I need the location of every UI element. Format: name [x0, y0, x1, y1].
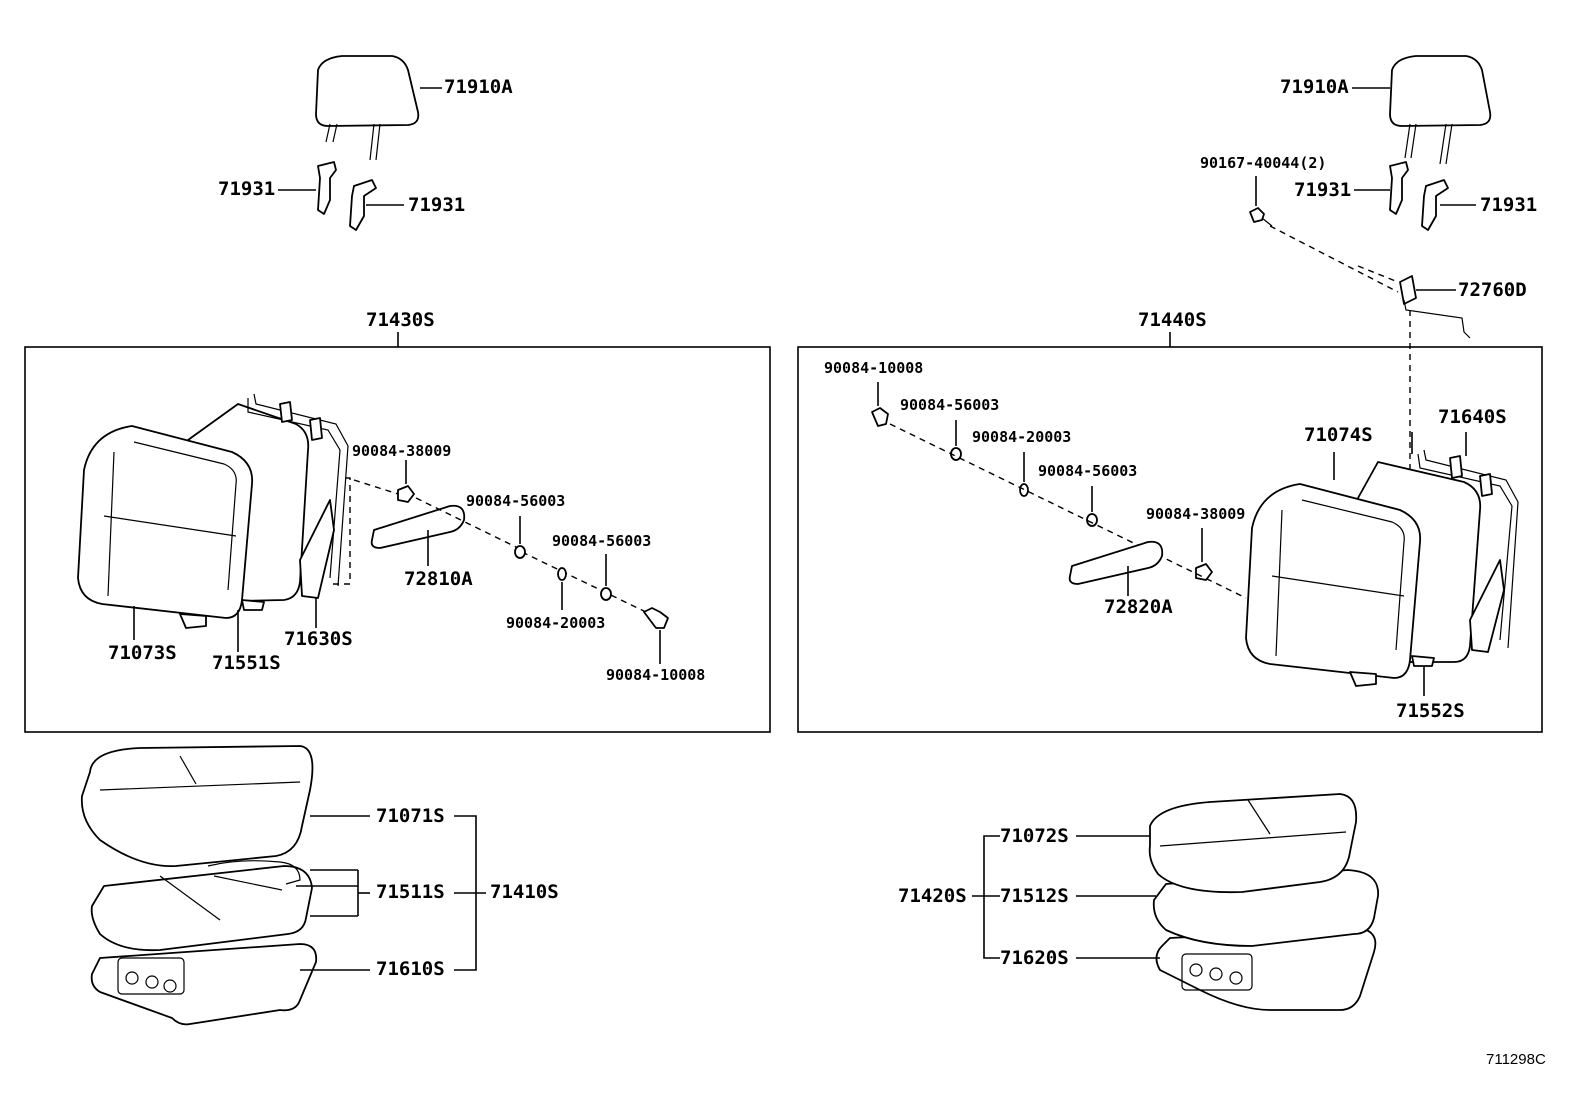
label-71073s: 71073S	[108, 642, 177, 664]
label-90084-38009-left: 90084-38009	[352, 442, 452, 460]
bracket-72760d	[1357, 265, 1471, 500]
label-71640s: 71640S	[1438, 406, 1507, 428]
label-71620s: 71620S	[1000, 947, 1069, 969]
label-71440s: 71440S	[1138, 309, 1207, 331]
label-71630s: 71630S	[284, 628, 353, 650]
seat-cushion-right	[972, 793, 1379, 1011]
seatback-right	[1245, 452, 1482, 696]
label-72760d: 72760D	[1458, 279, 1527, 301]
fasteners-left	[397, 460, 669, 664]
armrest-72820a	[1068, 540, 1164, 596]
label-90084-56003-left-a: 90084-56003	[466, 492, 566, 510]
label-71430s: 71430S	[366, 309, 435, 331]
headrest-left	[315, 55, 442, 161]
label-90167-40044: 90167-40044(2)	[1200, 154, 1327, 172]
fasteners-right	[871, 382, 1247, 599]
label-90084-10008-right: 90084-10008	[824, 359, 924, 377]
label-90084-56003-left-b: 90084-56003	[552, 532, 652, 550]
label-71410s: 71410S	[490, 881, 559, 903]
figure-code: 711298C	[1486, 1051, 1546, 1068]
label-71552s: 71552S	[1396, 700, 1465, 722]
label-71610s: 71610S	[376, 958, 445, 980]
label-90084-20003-right: 90084-20003	[972, 428, 1072, 446]
label-71074s: 71074S	[1304, 424, 1373, 446]
headrest-guide-right-pair	[1354, 161, 1476, 231]
label-71931-left-b: 71931	[408, 194, 466, 216]
label-71071s: 71071S	[376, 805, 445, 827]
label-90084-56003-right-b: 90084-56003	[1038, 462, 1138, 480]
label-71910a-left: 71910A	[444, 76, 513, 98]
label-71072s: 71072S	[1000, 825, 1069, 847]
label-71420s: 71420S	[898, 885, 967, 907]
label-71511s: 71511S	[376, 881, 445, 903]
seat-cushion-left	[80, 745, 486, 1026]
label-71551s: 71551S	[212, 652, 281, 674]
label-72810a: 72810A	[404, 568, 473, 590]
seatback-left	[77, 403, 310, 652]
seatback-frame-right	[1417, 432, 1519, 653]
headrest-right	[1352, 55, 1492, 165]
label-71931-right-b: 71931	[1480, 194, 1538, 216]
headrest-guide-left-pair	[278, 161, 404, 231]
label-71910a-right: 71910A	[1280, 76, 1349, 98]
label-71931-left-a: 71931	[218, 178, 276, 200]
label-71931-right-a: 71931	[1294, 179, 1352, 201]
label-72820a: 72820A	[1104, 596, 1173, 618]
label-90084-10008-left: 90084-10008	[606, 666, 706, 684]
label-71512s: 71512S	[1000, 885, 1069, 907]
label-90084-20003-left: 90084-20003	[506, 614, 606, 632]
armrest-72810a	[353, 479, 651, 615]
bolt-90167	[1249, 176, 1399, 293]
label-90084-56003-right-a: 90084-56003	[900, 396, 1000, 414]
label-90084-38009-right: 90084-38009	[1146, 505, 1246, 523]
seatback-frame-left	[247, 393, 351, 628]
